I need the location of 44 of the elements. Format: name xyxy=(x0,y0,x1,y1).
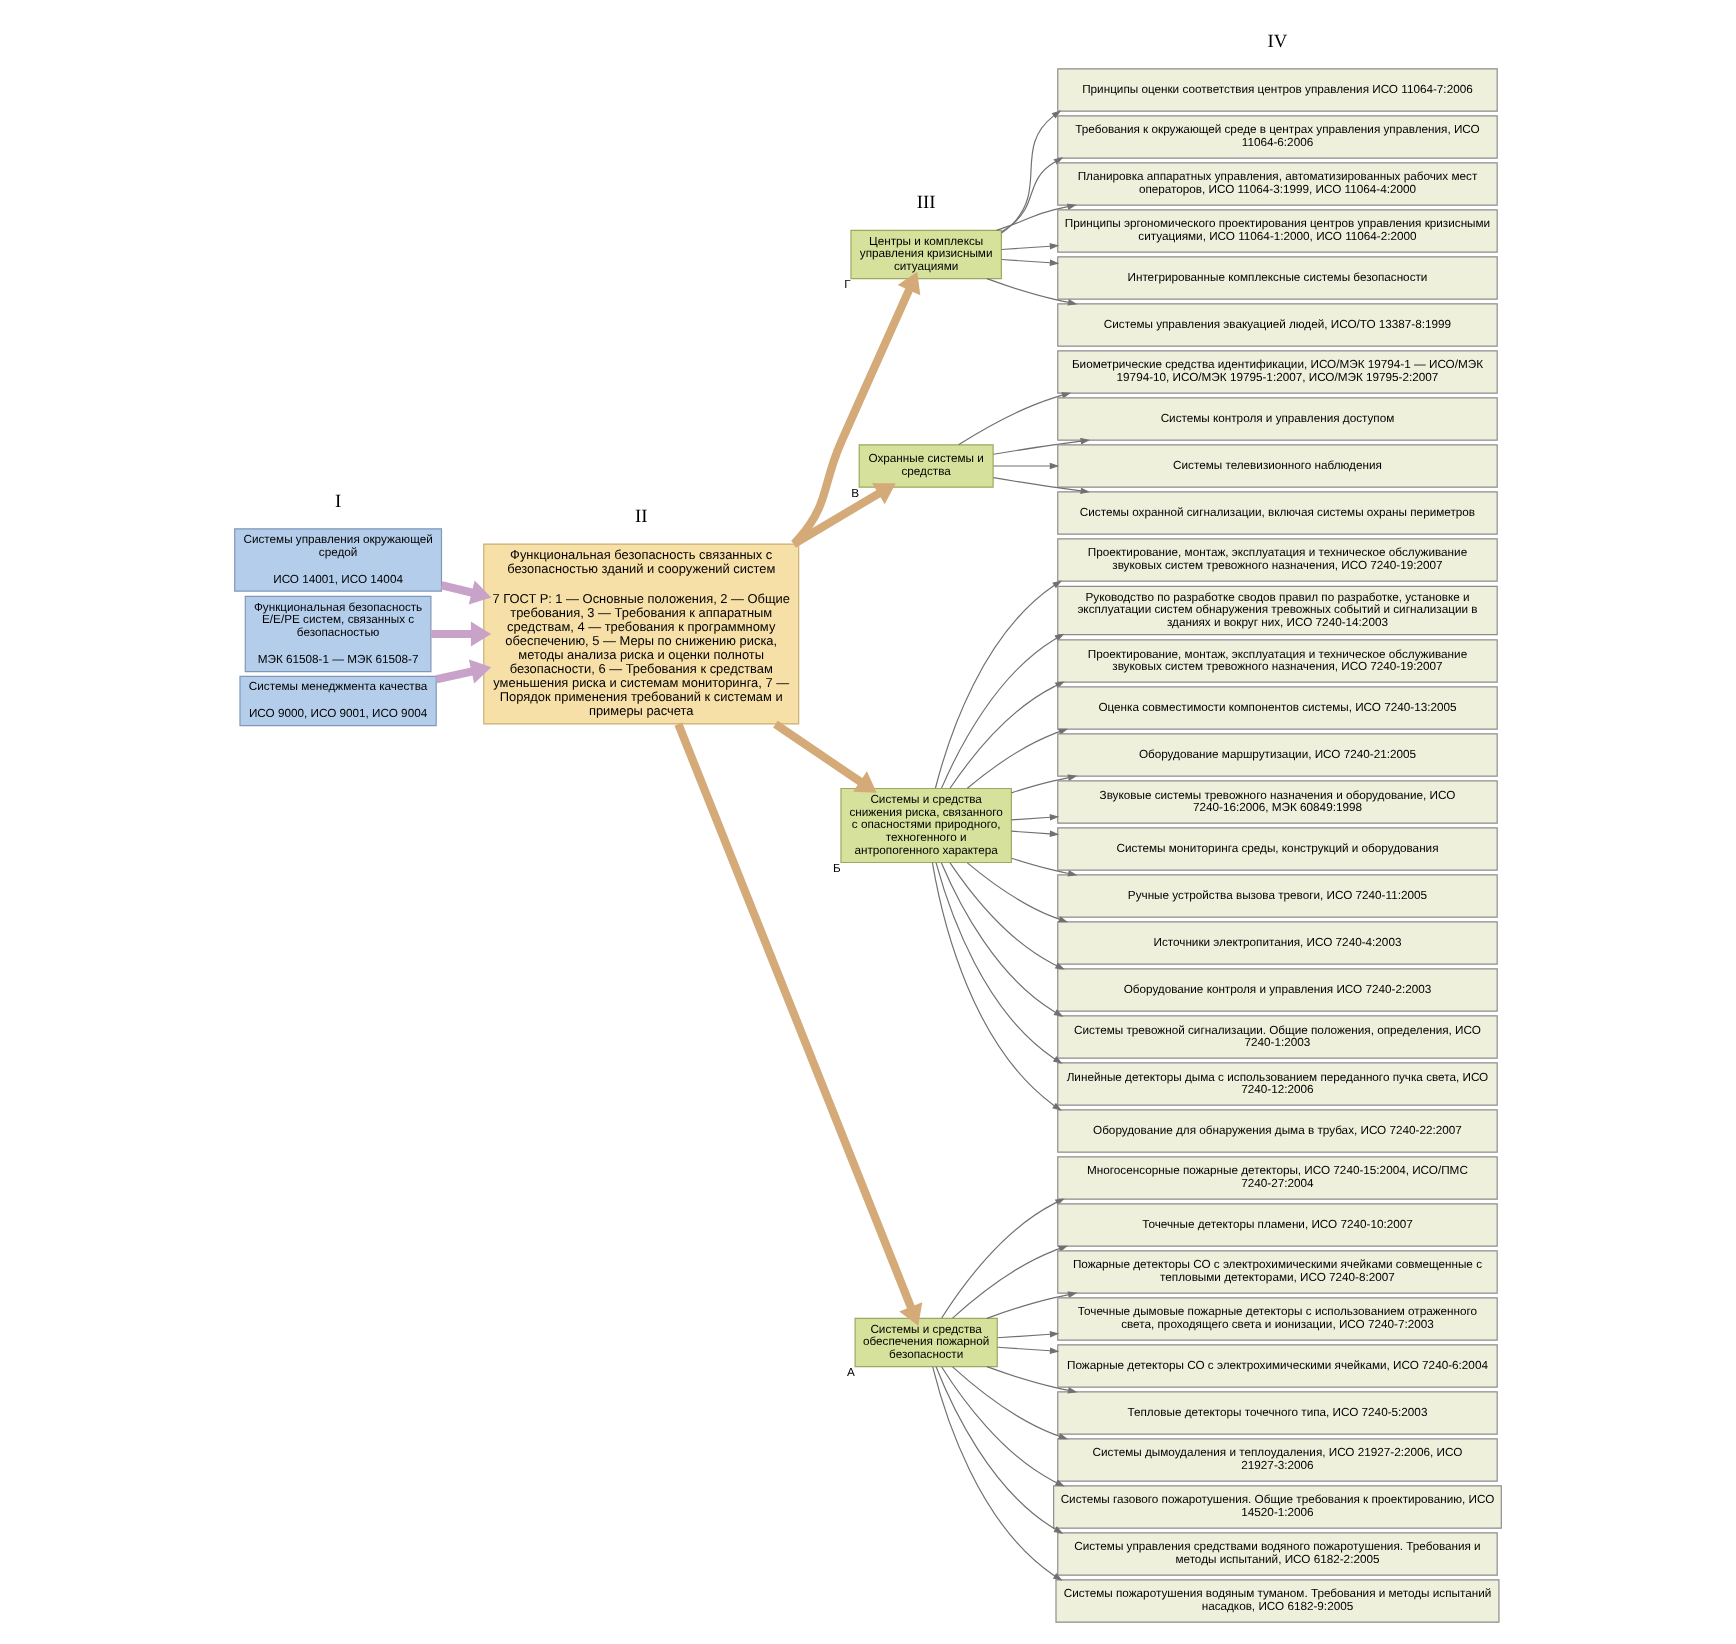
arrow xyxy=(1000,110,1062,234)
arrow xyxy=(986,1366,1078,1394)
label: I xyxy=(334,492,342,513)
arrow xyxy=(996,203,1077,231)
arrow xyxy=(674,722,923,1326)
arrow xyxy=(951,1366,1069,1440)
arrow xyxy=(791,271,921,547)
arrow xyxy=(1001,242,1060,251)
arrow xyxy=(949,862,1065,970)
arrow xyxy=(941,1198,1065,1319)
arrow xyxy=(935,862,1063,1064)
arrow xyxy=(966,862,1069,923)
arrow xyxy=(1010,857,1078,877)
arrow xyxy=(992,462,1060,470)
arrow xyxy=(935,1366,1064,1534)
arrow xyxy=(996,1346,1060,1355)
arrow xyxy=(1001,157,1064,233)
label: II xyxy=(634,508,648,529)
label: IV xyxy=(1267,33,1288,54)
arrow xyxy=(992,437,1090,455)
arrow xyxy=(1001,258,1060,267)
arrow xyxy=(951,1245,1069,1319)
arrow xyxy=(986,1291,1078,1319)
arrow xyxy=(931,862,1062,1111)
arrow xyxy=(791,483,896,548)
arrow xyxy=(966,728,1069,789)
arrow xyxy=(773,720,877,793)
arrow xyxy=(941,633,1065,789)
arrow xyxy=(941,1366,1065,1487)
arrow xyxy=(949,681,1065,789)
arrow xyxy=(431,621,492,647)
arrow xyxy=(934,580,1062,789)
arrow xyxy=(957,392,1072,446)
arrow xyxy=(940,862,1064,1017)
arrow xyxy=(932,1366,1063,1581)
arrow xyxy=(440,580,492,605)
arrow xyxy=(1010,774,1078,794)
label: III xyxy=(916,194,936,215)
arrow xyxy=(435,659,492,684)
arrow xyxy=(1010,830,1060,838)
arrow xyxy=(986,278,1078,306)
arrow xyxy=(992,477,1090,495)
arrow xyxy=(996,1330,1060,1339)
arrow xyxy=(1010,814,1060,821)
